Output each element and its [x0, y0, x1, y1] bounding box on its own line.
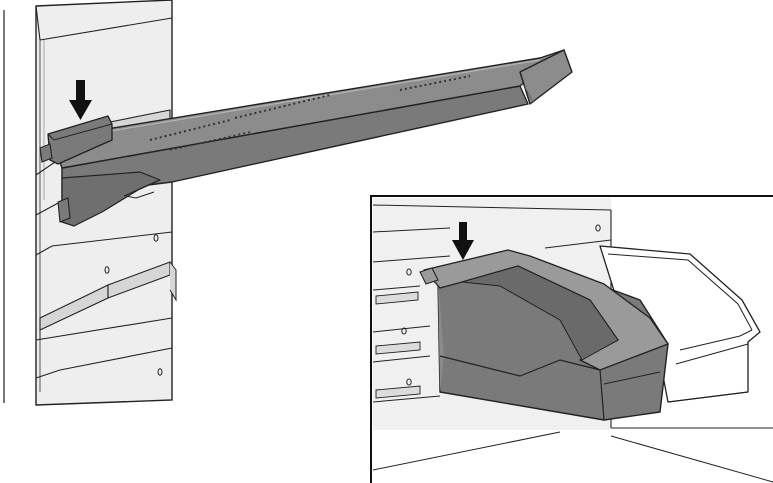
- lower-rail-slots: [39, 261, 177, 340]
- gray-bin: [419, 249, 669, 421]
- down-arrow-icon: [69, 80, 92, 120]
- display-rail: [51, 49, 573, 227]
- inset-frame: [370, 195, 773, 483]
- rail-support-gusset: [61, 171, 161, 227]
- inset-illustration: [370, 195, 773, 483]
- main-illustration: [3, 0, 573, 406]
- rail-wall-bracket: [39, 115, 113, 223]
- down-arrow-icon: [452, 222, 474, 260]
